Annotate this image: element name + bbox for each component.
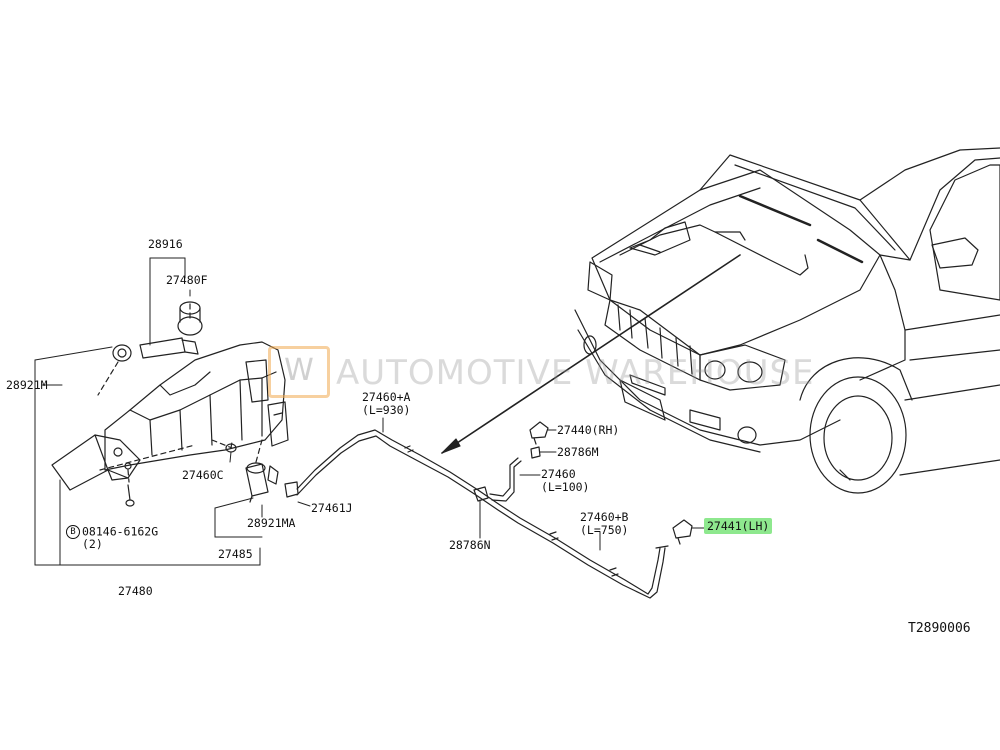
- part-label-27480F[interactable]: 27480F: [166, 273, 208, 287]
- reservoir-tank: [51, 301, 299, 507]
- part-label-27460B-length: (L=750): [580, 523, 629, 537]
- part-label-27441[interactable]: 27441(LH): [704, 518, 773, 534]
- part-label-27460[interactable]: 27460: [541, 467, 576, 481]
- location-arrow: [441, 254, 741, 454]
- part-label-27460-length: (L=100): [541, 480, 590, 494]
- part-label-28921M[interactable]: 28921M: [6, 378, 48, 392]
- part-label-27460B[interactable]: 27460+B: [580, 510, 629, 524]
- part-label-27460C[interactable]: 27460C: [182, 468, 224, 482]
- part-label-27460A-length: (L=930): [362, 403, 411, 417]
- part-label-27440[interactable]: 27440(RH): [557, 423, 620, 437]
- highlighted-part: 27441(LH): [704, 518, 773, 534]
- part-label-27480[interactable]: 27480: [118, 584, 153, 598]
- vehicle-illustration: [574, 147, 1000, 494]
- washer-hose: [296, 421, 693, 599]
- explode-lines: [97, 299, 263, 483]
- watermark-logo: W: [268, 346, 330, 398]
- part-label-08146-qty: (2): [82, 537, 103, 551]
- diagram-id: T2890006: [908, 621, 971, 636]
- part-label-27461J[interactable]: 27461J: [311, 501, 353, 515]
- part-label-28916[interactable]: 28916: [148, 237, 183, 251]
- part-label-28786N[interactable]: 28786N: [449, 538, 491, 552]
- part-label-28921MA[interactable]: 28921MA: [247, 516, 296, 530]
- part-label-27485[interactable]: 27485: [218, 547, 253, 561]
- watermark-text: AUTOMOTIVE WAREHOUSE: [336, 353, 815, 393]
- part-label-28786M[interactable]: 28786M: [557, 445, 599, 459]
- part-number-08146: 08146-6162G: [82, 524, 159, 539]
- leader-lines: [34, 257, 706, 566]
- part-label-27460A[interactable]: 27460+A: [362, 390, 411, 404]
- bolt-symbol: B: [66, 525, 80, 539]
